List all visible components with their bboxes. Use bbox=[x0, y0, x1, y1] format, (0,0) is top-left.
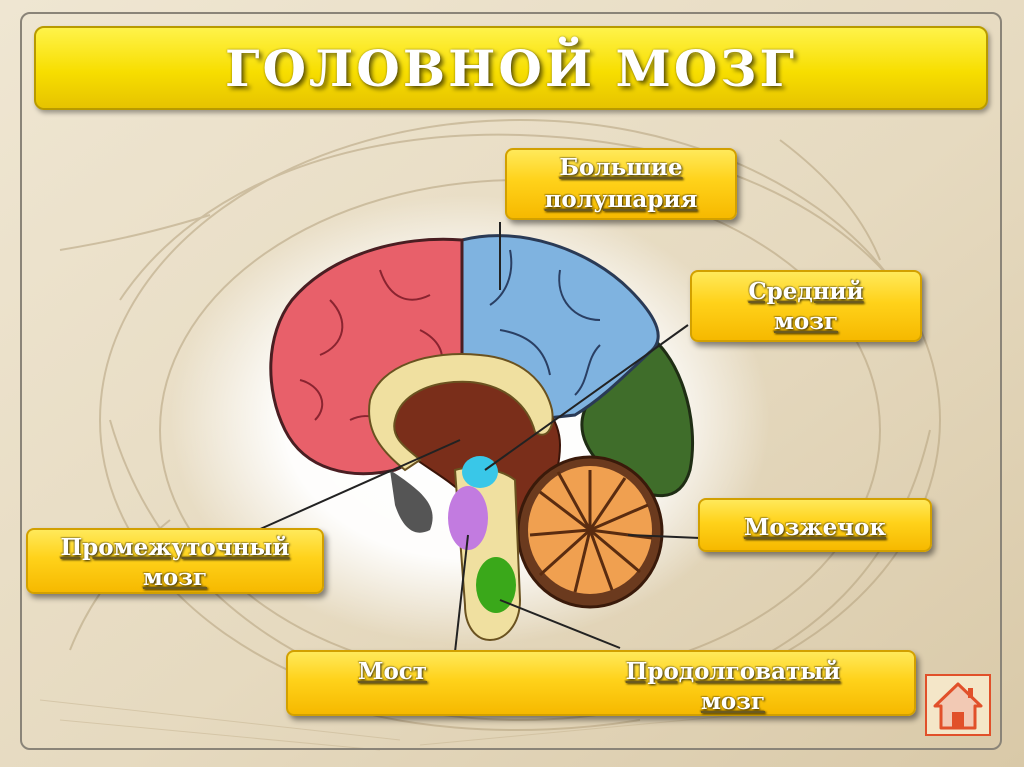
pons-link[interactable]: Мост bbox=[358, 658, 428, 685]
pointer-midbrain bbox=[484, 324, 689, 471]
hemispheres-label-line2: полушария bbox=[544, 186, 698, 213]
page-title: ГОЛОВНОЙ МОЗГ bbox=[224, 38, 798, 98]
midbrain-button[interactable]: Средний мозг bbox=[690, 270, 922, 342]
cerebellum-label: Мозжечок bbox=[743, 514, 887, 541]
pons-region bbox=[448, 486, 488, 550]
medulla-link-line2[interactable]: мозг bbox=[700, 688, 766, 715]
diencephalon-label-line2: мозг bbox=[142, 564, 208, 591]
brain-diagram bbox=[257, 222, 701, 653]
midbrain-region bbox=[462, 456, 498, 488]
midbrain-label: Средний bbox=[748, 278, 864, 305]
medulla-link[interactable]: Продолговатый bbox=[625, 658, 841, 685]
corpus-callosum bbox=[368, 353, 554, 472]
pointer-diencephalon bbox=[257, 439, 461, 531]
pointer-pons bbox=[454, 534, 469, 653]
title-bar: ГОЛОВНОЙ МОЗГ bbox=[34, 26, 988, 110]
cerebellum-button[interactable]: Мозжечок bbox=[698, 498, 932, 552]
medulla-region bbox=[476, 557, 516, 613]
home-icon bbox=[933, 682, 983, 730]
midbrain-label-line2: мозг bbox=[773, 308, 839, 335]
hemispheres-label: Большие bbox=[559, 154, 683, 181]
hemispheres-button[interactable]: Большие полушария bbox=[505, 148, 737, 220]
slide-frame bbox=[20, 12, 1002, 750]
pointer-cerebellum bbox=[627, 534, 701, 539]
bottom-labels-bar: Мост Продолговатый мозг bbox=[286, 650, 916, 716]
diencephalon-button[interactable]: Промежуточный мозг bbox=[26, 528, 324, 594]
temporal-underside bbox=[390, 470, 433, 533]
home-button[interactable] bbox=[925, 674, 991, 736]
pointer-medulla bbox=[499, 599, 621, 649]
diencephalon-label: Промежуточный bbox=[60, 534, 290, 561]
